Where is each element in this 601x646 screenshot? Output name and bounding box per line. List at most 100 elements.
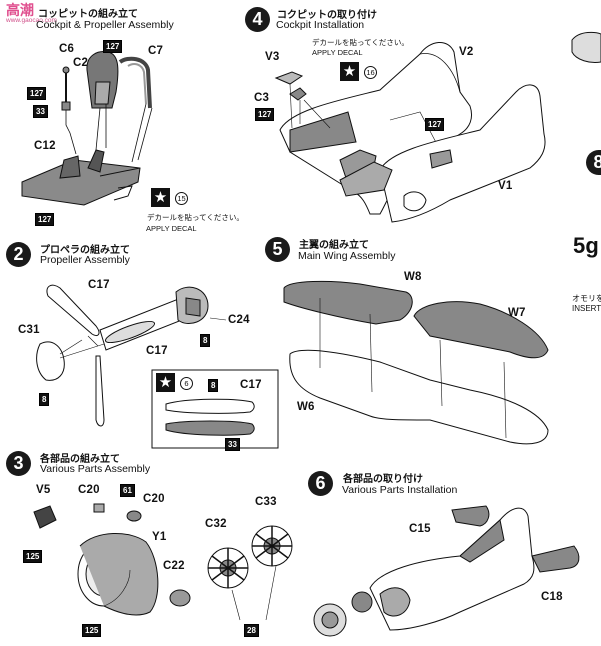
label-c22: C22 bbox=[163, 560, 185, 572]
label-c6: C6 bbox=[59, 43, 75, 55]
fuselage-right-half-drawing bbox=[379, 84, 546, 223]
label-c17: C17 bbox=[146, 345, 168, 357]
part-number-127: 127 bbox=[103, 40, 123, 53]
label-w6: W6 bbox=[297, 401, 315, 413]
crankcase-drawing bbox=[169, 589, 191, 607]
label-c17: C17 bbox=[88, 279, 110, 291]
propeller-blade-bottom-drawing bbox=[95, 355, 105, 427]
cockpit-floor-small-drawing bbox=[339, 161, 393, 197]
exhaust-drawing bbox=[33, 505, 57, 529]
label-w7: W7 bbox=[508, 307, 526, 319]
decal-instruction-jp: デカールを貼ってください。 bbox=[312, 38, 409, 47]
step-number-8: 8 bbox=[586, 150, 601, 175]
fuselage-drawing bbox=[279, 42, 473, 215]
propeller-hub-drawing bbox=[99, 286, 209, 351]
decal-number: 6 bbox=[180, 377, 193, 390]
step4-title-jp: コクピットの取り付け bbox=[277, 10, 377, 21]
step-number-4: 4 bbox=[245, 7, 270, 32]
tailplane-drawing bbox=[451, 505, 580, 573]
part-number-127: 127 bbox=[35, 213, 55, 226]
step2-title-jp: プロペラの組み立て bbox=[40, 245, 130, 256]
label-v1: V1 bbox=[498, 180, 513, 192]
decal-number: 15 bbox=[175, 192, 188, 205]
cowling-final-drawing bbox=[313, 591, 373, 637]
insert-en: INSERT bbox=[572, 304, 601, 313]
weight-label: 5g bbox=[573, 233, 600, 258]
label-c20: C20 bbox=[78, 484, 100, 496]
step1-title-jp: コッピットの組み立て bbox=[38, 9, 138, 20]
label-c33: C33 bbox=[255, 496, 277, 508]
step3-title-jp: 各部品の組み立て bbox=[40, 454, 120, 465]
lower-wing-drawing bbox=[289, 349, 549, 445]
label-v2: V2 bbox=[459, 46, 474, 58]
label-c31: C31 bbox=[18, 324, 40, 336]
decal-star-icon: ★ bbox=[151, 188, 170, 207]
label-c3: C3 bbox=[254, 92, 270, 104]
label-c2: C2 bbox=[73, 57, 89, 69]
part-number-8: 8 bbox=[39, 393, 50, 406]
watermark-url: www.gaocao.com bbox=[6, 17, 57, 24]
decal-instruction-en: APPLY DECAL bbox=[146, 224, 197, 233]
stick-drawing bbox=[61, 66, 71, 111]
step3-title-en: Various Parts Assembly bbox=[40, 463, 151, 475]
spinner-drawing bbox=[36, 339, 83, 381]
label-v5: V5 bbox=[36, 484, 51, 496]
cockpit-floor-drawing bbox=[21, 149, 141, 206]
decal-inset-box bbox=[151, 369, 279, 449]
cowling-drawing bbox=[77, 532, 159, 616]
fuselage-final-drawing bbox=[369, 507, 535, 631]
label-c15: C15 bbox=[409, 523, 431, 535]
part-number-8: 8 bbox=[200, 334, 211, 347]
part-number-8: 8 bbox=[208, 379, 219, 392]
gunsight-drawing bbox=[274, 71, 307, 101]
step-number-6: 6 bbox=[308, 471, 333, 496]
part-number-127: 127 bbox=[255, 108, 275, 121]
label-c12: C12 bbox=[34, 140, 56, 152]
step-number-5: 5 bbox=[265, 237, 290, 262]
label-c17: C17 bbox=[240, 379, 262, 391]
part-number-61: 61 bbox=[120, 484, 135, 497]
decal-number: 16 bbox=[364, 66, 377, 79]
label-c32: C32 bbox=[205, 518, 227, 530]
seat-frame-drawing bbox=[118, 56, 152, 109]
decal-star-icon: ★ bbox=[156, 373, 175, 392]
seat-drawing bbox=[86, 51, 119, 109]
step-number-3: 3 bbox=[6, 451, 31, 476]
part-number-33: 33 bbox=[33, 105, 48, 118]
part-number-127: 127 bbox=[27, 87, 47, 100]
small-parts-drawing bbox=[93, 503, 142, 522]
part-number-125: 125 bbox=[23, 550, 43, 563]
engine-rear-drawing bbox=[251, 525, 293, 567]
step2-title-en: Propeller Assembly bbox=[40, 254, 130, 266]
part-number-127: 127 bbox=[425, 118, 445, 131]
engine-front-drawing bbox=[207, 547, 249, 589]
upper-wing-right-drawing bbox=[413, 301, 549, 359]
insert-jp: オモリを bbox=[572, 294, 601, 303]
propeller-blade-top-drawing bbox=[46, 284, 100, 337]
label-y1: Y1 bbox=[152, 531, 167, 543]
part-number-125: 125 bbox=[82, 624, 102, 637]
right-edge-partial-drawing bbox=[571, 31, 601, 63]
step-number-2: 2 bbox=[6, 242, 31, 267]
step5-title-jp: 主翼の組み立て bbox=[299, 240, 369, 251]
part-number-28: 28 bbox=[244, 624, 259, 637]
decal-star-icon: ★ bbox=[340, 62, 359, 81]
label-c18: C18 bbox=[541, 591, 563, 603]
label-v3: V3 bbox=[265, 51, 280, 63]
step6-title-jp: 各部品の取り付け bbox=[343, 474, 423, 485]
label-c24: C24 bbox=[228, 314, 250, 326]
step5-title-en: Main Wing Assembly bbox=[298, 250, 396, 262]
step1-title-en: Cockpit & Propeller Assembly bbox=[36, 19, 174, 31]
step4-title-en: Cockpit Installation bbox=[276, 19, 365, 31]
step6-title-en: Various Parts Installation bbox=[342, 484, 458, 496]
watermark-logo: 高潮 bbox=[6, 2, 34, 18]
label-c20: C20 bbox=[143, 493, 165, 505]
label-c7: C7 bbox=[148, 45, 164, 57]
upper-wing-left-drawing bbox=[283, 280, 413, 325]
part-number-33: 33 bbox=[225, 438, 240, 451]
label-w8: W8 bbox=[404, 271, 422, 283]
decal-instruction-jp: デカールを貼ってください。 bbox=[147, 213, 244, 222]
decal-instruction-en: APPLY DECAL bbox=[312, 48, 363, 57]
